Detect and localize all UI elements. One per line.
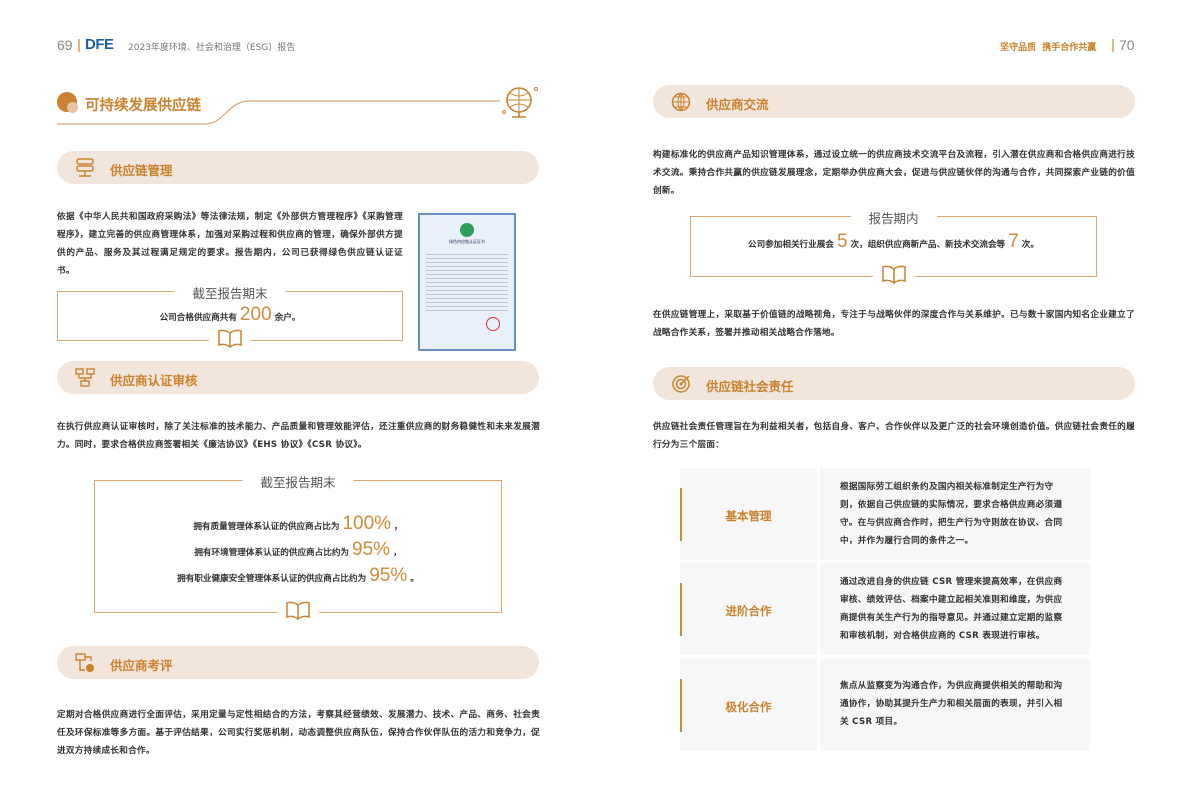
section-header-supplier-exchange: 供应商交流 xyxy=(653,85,1135,118)
csr-level-text: 焦点从监察变为沟通合作，为供应商提供相关的帮助和沟通协作，协助其提升生产力和相关… xyxy=(840,681,1063,727)
stat-box-title: 截至报告期末 xyxy=(242,472,354,491)
certificate-image: 绿色供应链认证证书 xyxy=(418,213,516,351)
stat-box-title: 报告期内 xyxy=(850,208,937,227)
csr-level-desc: 根据国际劳工组织条约及国内相关标准制定生产行为守则，依据自己供应链的实际情况，要… xyxy=(820,468,1090,560)
stat-text: 公司合格供应商共有 xyxy=(159,313,237,323)
csr-level-cell: 基本管理 xyxy=(680,468,817,560)
paragraph: 依据《中华人民共和国政府采购法》等法律法规，制定《外部供方管理程序》《采购管理程… xyxy=(57,212,403,276)
report-title: 2023年度环境、社会和治理（ESG）报告 xyxy=(128,43,296,53)
paragraph: 在供应链管理上，采取基于价值链的战略视角，专注于与战略伙伴的深度合作与关系维护。… xyxy=(653,310,1135,338)
section-title: 供应商交流 xyxy=(706,97,769,112)
section-header-supplier-certification: 供应商认证审核 xyxy=(57,361,539,394)
divider xyxy=(1112,39,1114,52)
section-title: 供应商考评 xyxy=(110,658,173,673)
csr-level-text: 根据国际劳工组织条约及国内相关标准制定生产行为守则，依据自己供应链的实际情况，要… xyxy=(840,482,1063,546)
section-header-supply-chain-management: 供应链管理 xyxy=(57,151,539,184)
paragraph: 在执行供应商认证审核时，除了关注标准的技术能力、产品质量和管理效能评估，还注重供… xyxy=(57,422,540,450)
certificate-title: 绿色供应链认证证书 xyxy=(449,239,485,244)
globe-icon xyxy=(502,87,538,118)
divider xyxy=(78,39,80,52)
stat-value: 95% xyxy=(369,565,408,586)
section-title: 供应商认证审核 xyxy=(110,373,198,388)
csr-level-label: 进阶合作 xyxy=(725,604,772,618)
csr-level-desc: 通过改进自身的供应链 CSR 管理来提高效率，在供应商审核、绩效评估、档案中建立… xyxy=(820,563,1090,655)
paragraph: 定期对合格供应商进行全面评估，采用定量与定性相结合的方法，考察其经营绩效、发展潜… xyxy=(57,710,540,756)
book-icon xyxy=(209,328,251,354)
section-header-supplier-evaluation: 供应商考评 xyxy=(57,646,539,679)
stat-value: 100% xyxy=(342,513,392,534)
stat-text: 余户。 xyxy=(274,313,301,323)
stat-value: 95% xyxy=(352,539,391,560)
csr-level-label: 基本管理 xyxy=(725,509,772,523)
title-underline xyxy=(57,100,500,125)
section-title: 供应链管理 xyxy=(110,163,173,178)
stat-value: 5 xyxy=(836,231,848,252)
stat-value: 200 xyxy=(239,304,272,325)
server-stack-icon xyxy=(76,158,94,177)
csr-level-cell: 进阶合作 xyxy=(680,563,817,655)
paragraph: 构建标准化的供应商产品知识管理体系，通过设立统一的供应商技术交流平台及流程，引入… xyxy=(653,150,1135,196)
section-header-supply-chain-csr: 供应链社会责任 xyxy=(653,367,1135,400)
paragraph: 供应链社会责任管理旨在为利益相关者，包括自身、客户、合作伙伴以及更广泛的社会环境… xyxy=(653,422,1135,450)
csr-level-desc: 焦点从监察变为沟通合作，为供应商提供相关的帮助和沟通协作，协助其提升生产力和相关… xyxy=(820,659,1090,751)
page-number-left: 69 xyxy=(57,37,73,53)
chapter-tagline: 坚守品质 携手合作共赢 xyxy=(1000,43,1097,53)
book-icon xyxy=(277,600,319,626)
section-title: 供应链社会责任 xyxy=(706,379,794,394)
csr-level-text: 通过改进自身的供应链 CSR 管理来提高效率，在供应商审核、绩效评估、档案中建立… xyxy=(840,577,1063,641)
globe-icon xyxy=(671,92,691,112)
csr-level-cell: 极化合作 xyxy=(680,659,817,751)
page-number-right: 70 xyxy=(1119,37,1135,53)
book-icon xyxy=(872,264,915,290)
target-icon xyxy=(672,375,690,393)
csr-level-label: 极化合作 xyxy=(725,700,772,714)
network-icon xyxy=(75,368,95,387)
company-logo: DFE xyxy=(85,36,114,53)
chapter-title: 可持续发展供应链 xyxy=(85,98,201,114)
stat-value: 7 xyxy=(1008,231,1019,252)
stat-box-title: 截至报告期末 xyxy=(174,283,286,302)
evaluation-network-icon xyxy=(75,653,94,672)
title-dot-icon xyxy=(67,102,78,113)
